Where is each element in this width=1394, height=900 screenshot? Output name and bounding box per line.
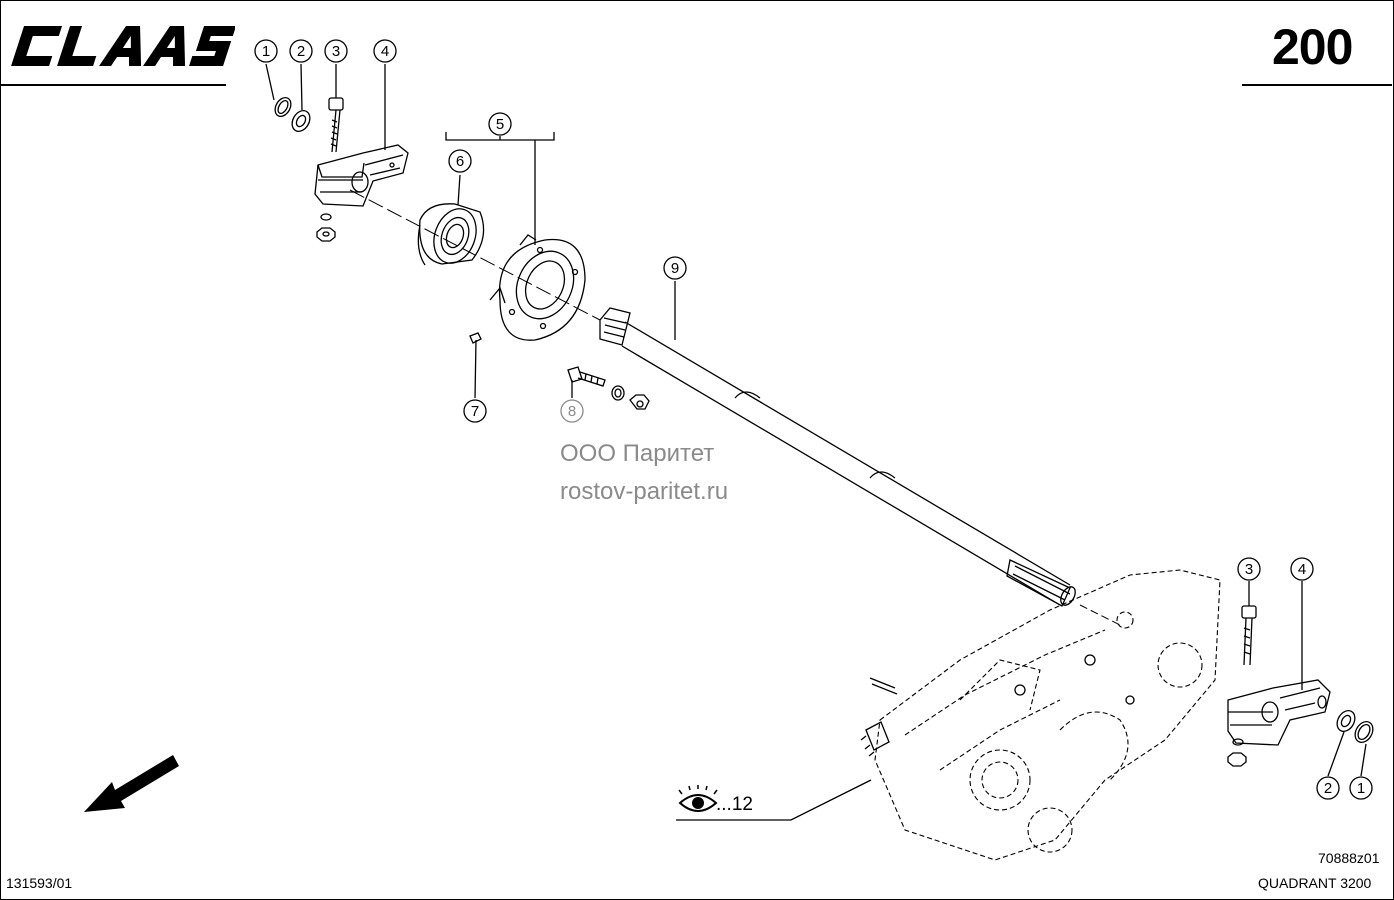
header-rule-left	[0, 84, 226, 86]
washer-top	[291, 110, 311, 132]
model-name: QUADRANT 3200	[1258, 875, 1372, 891]
nut-bottom	[1227, 738, 1247, 767]
drawing-id: 131593/01	[6, 875, 73, 891]
watermark-company: ООО Паритет	[560, 440, 715, 467]
header-rule-right	[1242, 84, 1392, 86]
o-ring-bottom	[1354, 721, 1374, 743]
grease-nipple	[469, 332, 482, 399]
gearbox-housing	[874, 569, 1221, 861]
drive-shaft	[599, 307, 1076, 607]
bolt-bottom	[1241, 605, 1257, 666]
reference-page-text: ...12	[716, 794, 753, 815]
bearing	[417, 203, 485, 266]
bolt-flange	[567, 366, 650, 410]
nut-top	[316, 213, 336, 242]
callout-4-top: 4	[381, 43, 389, 60]
callout-8: 8	[568, 403, 576, 420]
callout-3-top: 3	[332, 43, 340, 60]
callout-6: 6	[456, 153, 464, 170]
callout-2-bottom: 2	[1324, 780, 1332, 797]
o-ring-top	[274, 97, 292, 117]
doc-code: 70888z01	[1318, 850, 1380, 866]
callout-1-bottom: 1	[1357, 780, 1365, 797]
page-number: 200	[1272, 19, 1353, 75]
washer-bottom	[1336, 710, 1356, 732]
clamp-lever-bottom	[1227, 679, 1331, 746]
callout-3-bottom: 3	[1245, 561, 1253, 578]
clamp-lever-top	[314, 144, 409, 207]
bolt-top	[328, 97, 344, 153]
claas-logo	[11, 26, 235, 66]
callout-5: 5	[496, 116, 504, 133]
callout-2-top: 2	[297, 43, 305, 60]
flange-housing	[489, 234, 586, 341]
callout-9: 9	[671, 260, 679, 277]
callout-1-top: 1	[262, 43, 270, 60]
callout-7: 7	[471, 403, 479, 420]
callout-4-bottom: 4	[1298, 561, 1306, 578]
eye-icon	[678, 785, 718, 812]
watermark-url: rostov-paritet.ru	[560, 478, 729, 505]
gearbox-solid-details	[860, 654, 1135, 757]
